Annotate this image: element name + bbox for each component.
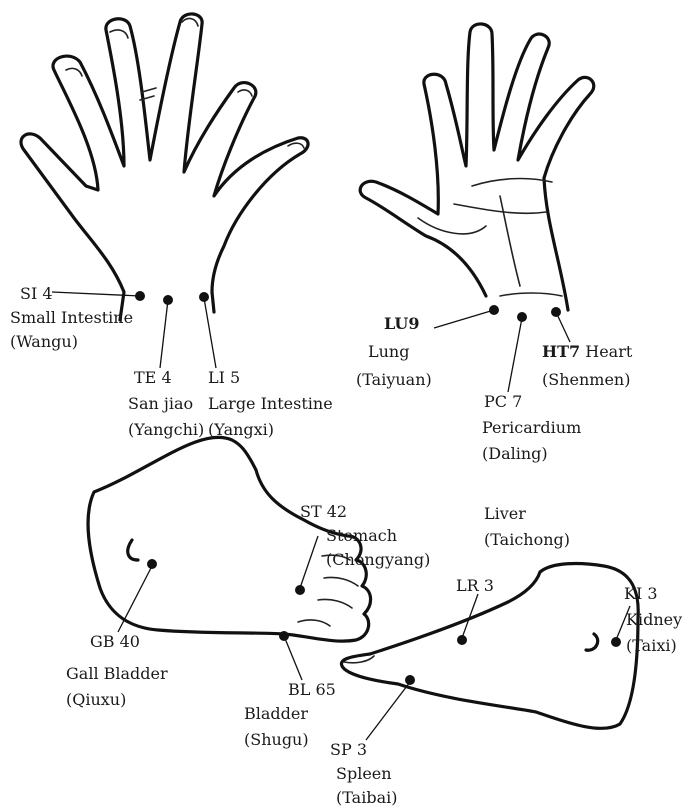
bl65-name-label: Bladder: [244, 704, 308, 724]
te4-point: [163, 295, 173, 305]
gb40-code-label: GB 40: [90, 632, 140, 652]
ht7-alt-label: (Shenmen): [542, 370, 630, 390]
sp3-pointer: [366, 682, 410, 740]
si4-alt-label: (Wangu): [10, 332, 78, 352]
lu9-code-label: LU9: [384, 314, 419, 334]
st42-alt-label: (Chongyang): [326, 550, 430, 570]
lu9-pointer: [434, 310, 494, 328]
bl65-pointer: [284, 636, 302, 680]
te4-code-label: TE 4: [134, 368, 172, 388]
li5-point: [199, 292, 209, 302]
te4-name-label: San jiao: [128, 394, 193, 414]
bl65-code-label: BL 65: [288, 680, 336, 700]
si4-pointer: [52, 292, 140, 296]
ki3-code-label: KI 3: [624, 584, 658, 604]
te4-alt-label: (Yangchi): [128, 420, 204, 440]
st42-point: [295, 585, 305, 595]
st42-code-label: ST 42: [300, 502, 347, 522]
sp3-code-label: SP 3: [330, 740, 367, 760]
gb40-alt-label: (Qiuxu): [66, 690, 126, 710]
si4-name-label: Small Intestine: [10, 308, 133, 328]
ki3-point: [611, 637, 621, 647]
hand-back-illustration: [21, 14, 308, 320]
si4-point: [135, 291, 145, 301]
bl65-point: [279, 631, 289, 641]
gb40-pointer: [118, 566, 152, 632]
pc7-name-label: Pericardium: [482, 418, 581, 438]
pc7-code-label: PC 7: [484, 392, 522, 412]
st42-name-label: Stomach: [326, 526, 397, 546]
pc7-point: [517, 312, 527, 322]
ht7-code-label: HT7: [542, 342, 580, 361]
sp3-alt-label: (Taibai): [336, 788, 397, 808]
hand-palm-illustration: [360, 24, 594, 310]
gb40-name-label: Gall Bladder: [66, 664, 168, 684]
te4-pointer: [160, 300, 168, 368]
ht7-point: [551, 307, 561, 317]
li5-code-label: LI 5: [208, 368, 240, 388]
lu9-point: [489, 305, 499, 315]
lr3-code-label: LR 3: [456, 576, 494, 596]
li5-alt-label: (Yangxi): [208, 420, 274, 440]
pc7-alt-label: (Daling): [482, 444, 548, 464]
ki3-alt-label: (Taixi): [626, 636, 677, 656]
lr3-name-label: Liver: [484, 504, 526, 524]
lr3-alt-label: (Taichong): [484, 530, 570, 550]
li5-name-label: Large Intestine: [208, 394, 333, 414]
bl65-alt-label: (Shugu): [244, 730, 309, 750]
lu9-alt-label: (Taiyuan): [356, 370, 432, 390]
pc7-pointer: [508, 318, 522, 392]
lr3-point: [457, 635, 467, 645]
ht7-name-label: Heart: [580, 342, 632, 361]
ki3-name-label: Kidney: [626, 610, 682, 630]
sp3-name-label: Spleen: [336, 764, 392, 784]
lu9-name-label: Lung: [368, 342, 409, 362]
sp3-point: [405, 675, 415, 685]
gb40-point: [147, 559, 157, 569]
si4-code-label: SI 4: [20, 284, 53, 304]
ht7-label: HT7 Heart: [542, 342, 632, 362]
st42-pointer: [300, 536, 318, 588]
